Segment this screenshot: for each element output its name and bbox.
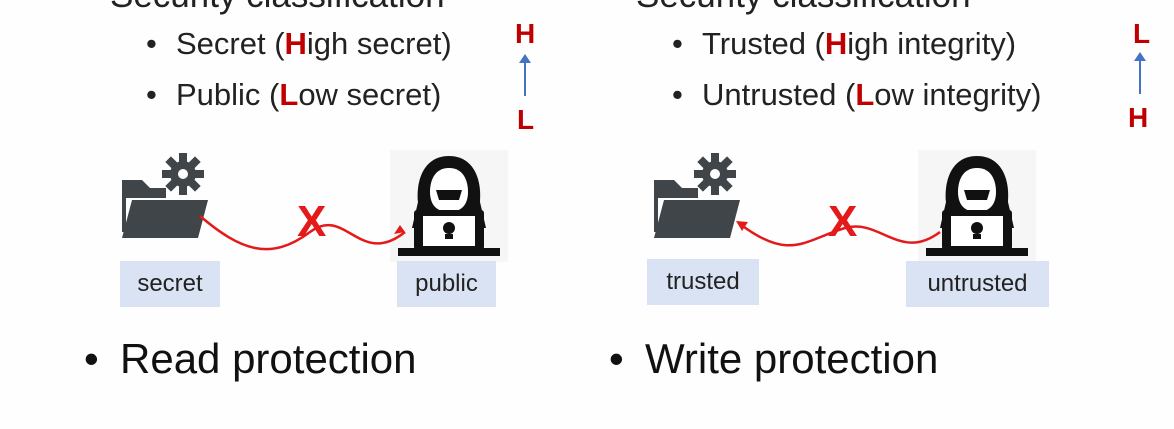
left-item-secret: • Secret (High secret) bbox=[146, 28, 452, 59]
right-level-top: L bbox=[1133, 18, 1151, 49]
left-item-public-pre: Public ( bbox=[176, 77, 280, 112]
left-item-secret-pre: Secret ( bbox=[176, 26, 285, 61]
right-level-arrow bbox=[1134, 52, 1146, 94]
right-item-untrusted-post: ow integrity) bbox=[874, 77, 1042, 112]
left-item-secret-post: igh secret) bbox=[306, 26, 452, 61]
left-item-public-hl: L bbox=[279, 77, 299, 112]
bullet: • bbox=[672, 26, 683, 61]
write-protection: • Write protection bbox=[609, 338, 938, 380]
left-label-public: public bbox=[397, 261, 496, 307]
folder-gear-icon bbox=[654, 153, 740, 238]
right-item-trusted-post: igh integrity) bbox=[847, 26, 1017, 61]
right-item-untrusted-pre: Untrusted ( bbox=[702, 77, 856, 112]
right-item-untrusted: • Untrusted (Low integrity) bbox=[672, 79, 1041, 110]
right-level-bottom: H bbox=[1128, 102, 1149, 133]
left-level-top: H bbox=[515, 18, 536, 49]
right-item-trusted: • Trusted (High integrity) bbox=[672, 28, 1016, 59]
right-x-mark: X bbox=[828, 197, 858, 246]
hacker-icon bbox=[918, 150, 1036, 262]
bullet: • bbox=[146, 77, 157, 112]
right-heading: Security classification bbox=[636, 0, 971, 13]
left-x-mark: X bbox=[297, 197, 327, 246]
right-label-trusted: trusted bbox=[647, 259, 759, 305]
right-item-trusted-pre: Trusted ( bbox=[702, 26, 825, 61]
read-protection: • Read protection bbox=[84, 338, 417, 380]
left-label-secret: secret bbox=[120, 261, 220, 307]
folder-gear-icon bbox=[122, 153, 208, 238]
write-protection-text: Write protection bbox=[645, 335, 939, 382]
right-item-trusted-hl: H bbox=[824, 26, 848, 61]
left-level-arrow bbox=[519, 54, 531, 96]
read-protection-text: Read protection bbox=[120, 335, 417, 382]
left-heading: Security classification bbox=[110, 0, 445, 13]
left-item-public-post: ow secret) bbox=[298, 77, 442, 112]
left-level-bottom: L bbox=[517, 104, 535, 135]
bullet: • bbox=[84, 335, 99, 382]
left-item-public: • Public (Low secret) bbox=[146, 79, 441, 110]
bullet: • bbox=[146, 26, 157, 61]
left-item-secret-hl: H bbox=[284, 26, 307, 61]
hacker-icon bbox=[390, 150, 508, 262]
right-item-untrusted-hl: L bbox=[855, 77, 875, 112]
bullet: • bbox=[609, 335, 624, 382]
right-label-untrusted: untrusted bbox=[906, 261, 1049, 307]
bullet: • bbox=[672, 77, 683, 112]
